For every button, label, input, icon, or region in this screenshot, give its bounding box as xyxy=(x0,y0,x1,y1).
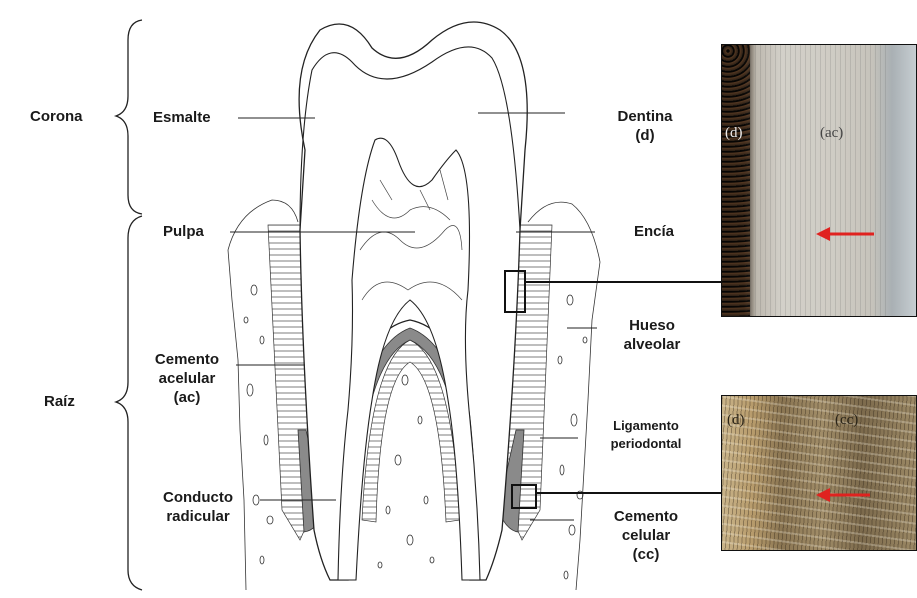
alveolar-bone-label-line2: alveolar xyxy=(604,335,700,354)
root-canal-label-line2: radicular xyxy=(150,507,246,526)
crown-brace xyxy=(116,20,142,214)
callout-bottom xyxy=(512,485,722,508)
alveolar-bone-label: Hueso alveolar xyxy=(604,316,700,354)
root-canal-label: Conducto radicular xyxy=(150,488,246,526)
acellular-cementum-label-line1: Cemento xyxy=(143,350,231,369)
cellular-cementum-label-line3: (cc) xyxy=(600,545,692,564)
dentin-label-line1: Dentina xyxy=(609,107,681,126)
periodontal-ligament-label: Ligamento periodontal xyxy=(598,417,694,453)
micrograph-cellular-cementum: (d) (cc) xyxy=(721,395,917,551)
cellular-cementum-label-line2: celular xyxy=(600,526,692,545)
acellular-cementum-label-line2: acelular xyxy=(143,369,231,388)
red-arrow-icon xyxy=(816,227,874,241)
periodontal-ligament-label-line1: Ligamento xyxy=(598,417,694,435)
acellular-cementum-label: Cemento acelular (ac) xyxy=(143,350,231,407)
root-label: Raíz xyxy=(44,392,75,411)
root-canal-label-line1: Conducto xyxy=(150,488,246,507)
periodontal-ligament-label-line2: periodontal xyxy=(598,435,694,453)
dentin-label: Dentina (d) xyxy=(609,107,681,145)
root-brace xyxy=(116,216,142,590)
micrograph-acellular-cementum: (d) (ac) xyxy=(721,44,917,317)
dentin-label-line2: (d) xyxy=(609,126,681,145)
red-arrow-icon xyxy=(816,488,870,502)
crown-label: Corona xyxy=(30,107,83,126)
cellular-cementum-label: Cemento celular (cc) xyxy=(600,507,692,564)
acellular-cementum-label-line3: (ac) xyxy=(143,388,231,407)
gingiva-label: Encía xyxy=(634,222,674,241)
pulp-label: Pulpa xyxy=(163,222,204,241)
enamel-label: Esmalte xyxy=(153,108,211,127)
cellular-cementum-label-line1: Cemento xyxy=(600,507,692,526)
alveolar-bone-label-line1: Hueso xyxy=(604,316,700,335)
